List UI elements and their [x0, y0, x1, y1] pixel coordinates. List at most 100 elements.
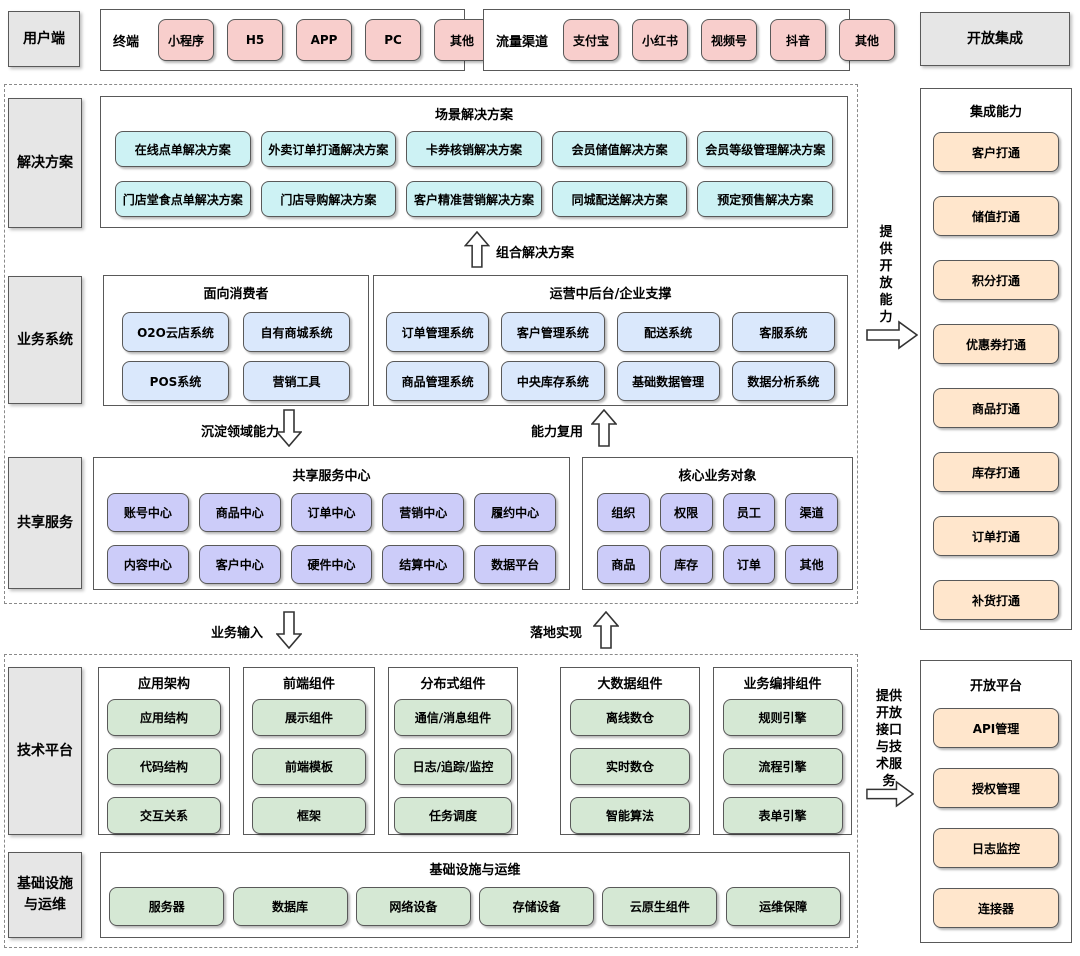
infra-chip: 数据库	[232, 887, 348, 926]
business-chip: 商品管理系统	[386, 361, 490, 401]
terminal-chip: 小程序	[158, 19, 215, 61]
shared-chip: 营销中心	[382, 493, 465, 532]
infrastructure-label: 基础设施 与运维	[17, 876, 73, 913]
integration-chip: 储值打通	[933, 196, 1059, 236]
business-systems-label: 业务系统	[17, 331, 73, 348]
tech-chip: 实时数仓	[570, 748, 690, 785]
core-object-chip: 组织	[597, 493, 650, 532]
infra-chip: 网络设备	[355, 887, 471, 926]
tech-chip: 前端模板	[252, 748, 366, 785]
tech-column-title: 分布式组件	[420, 677, 486, 692]
tech-column-title: 业务编排组件	[743, 677, 822, 692]
core-objects-group: 核心业务对象 组织 权限 员工 渠道 商品 库存 订单 其他	[582, 457, 853, 590]
core-object-chip: 其他	[785, 545, 838, 584]
integration-chip: 商品打通	[933, 388, 1059, 428]
section-business-systems: 业务系统	[8, 276, 82, 404]
tech-chip: 日志/追踪/监控	[394, 748, 512, 785]
shared-chip: 履约中心	[474, 493, 556, 532]
business-chip: POS系统	[122, 361, 229, 401]
implement-arrow-label: 落地实现	[530, 626, 583, 641]
business-chip: 中央库存系统	[501, 361, 605, 401]
integration-chip: 客户打通	[933, 132, 1059, 172]
core-object-chip: 权限	[659, 493, 713, 532]
tech-chip: 规则引擎	[722, 699, 843, 736]
traffic-channel-group: 流量渠道 支付宝 小红书 视频号 抖音 其他	[483, 9, 896, 71]
integration-chip: 订单打通	[933, 516, 1059, 556]
core-object-chip: 渠道	[785, 493, 838, 532]
shared-center-title: 共享服务中心	[292, 469, 371, 484]
open-platform-chip: 连接器	[933, 888, 1059, 928]
dashed-container-lower	[4, 654, 858, 948]
operations-group: 运营中后台/企业支撑 订单管理系统 客户管理系统 配送系统 客服系统 商品管理系…	[373, 275, 848, 406]
business-input-arrow-label: 业务输入	[211, 626, 264, 641]
up-arrow-icon	[464, 231, 490, 268]
reuse-arrow-label: 能力复用	[531, 425, 584, 440]
infra-chip: 服务器	[109, 887, 225, 926]
business-chip: 自有商城系统	[243, 312, 350, 352]
tech-column: 业务编排组件 规则引擎 流程引擎 表单引擎	[713, 667, 852, 835]
integration-chip: 积分打通	[933, 260, 1059, 300]
open-platform-title: 开放平台	[969, 679, 1022, 694]
traffic-chip: 视频号	[701, 19, 758, 61]
open-platform-group: 开放平台 API管理 授权管理 日志监控 连接器	[920, 660, 1072, 943]
tech-column: 应用架构 应用结构 代码结构 交互关系	[98, 667, 230, 835]
tech-platform-label: 技术平台	[17, 742, 73, 759]
tech-chip: 智能算法	[570, 797, 690, 834]
consumer-title: 面向消费者	[203, 287, 269, 302]
open-platform-chip: API管理	[933, 708, 1059, 748]
tech-chip: 表单引擎	[722, 797, 843, 834]
solution-chip: 客户精准营销解决方案	[406, 181, 542, 217]
infrastructure-title: 基础设施与运维	[429, 863, 521, 878]
operations-title: 运营中后台/企业支撑	[549, 287, 672, 302]
shared-chip: 内容中心	[107, 545, 189, 584]
tech-column-title: 前端组件	[282, 677, 335, 692]
integration-chip: 优惠券打通	[933, 324, 1059, 364]
shared-chip: 订单中心	[290, 493, 373, 532]
terminal-chip: 其他	[434, 19, 491, 61]
core-object-chip: 库存	[659, 545, 713, 584]
tech-column: 大数据组件 离线数仓 实时数仓 智能算法	[560, 667, 700, 835]
shared-center-group: 共享服务中心 账号中心 商品中心 订单中心 营销中心 履约中心 内容中心 客户中…	[93, 457, 570, 590]
shared-chip: 硬件中心	[290, 545, 373, 584]
shared-chip: 账号中心	[107, 493, 189, 532]
solution-chip: 在线点单解决方案	[115, 131, 251, 167]
open-capability-arrow-label: 提供开放能力	[879, 225, 893, 325]
section-user-side: 用户端	[8, 11, 80, 67]
up-arrow-icon	[593, 611, 619, 649]
tech-chip: 任务调度	[394, 797, 512, 834]
tech-chip: 通信/消息组件	[394, 699, 512, 736]
tech-chip: 框架	[252, 797, 366, 834]
shared-chip: 结算中心	[382, 545, 465, 584]
infra-chip: 运维保障	[725, 887, 841, 926]
solution-chip: 门店堂食点单解决方案	[115, 181, 251, 217]
business-chip: 客服系统	[731, 312, 835, 352]
section-tech-platform: 技术平台	[8, 667, 82, 835]
business-chip: 客户管理系统	[501, 312, 605, 352]
up-arrow-icon	[591, 409, 617, 447]
shared-chip: 商品中心	[198, 493, 281, 532]
terminal-chip: APP	[296, 19, 353, 61]
shared-chip: 数据平台	[474, 545, 556, 584]
tech-chip: 展示组件	[252, 699, 366, 736]
tech-chip: 交互关系	[107, 797, 221, 834]
traffic-chip: 支付宝	[563, 19, 620, 61]
solutions-label: 解决方案	[17, 154, 73, 171]
integration-chip: 库存打通	[933, 452, 1059, 492]
infra-chip: 云原生组件	[602, 887, 718, 926]
consumer-group: 面向消费者 O2O云店系统 自有商城系统 POS系统 营销工具	[103, 275, 369, 406]
scene-solutions-group: 场景解决方案 在线点单解决方案 外卖订单打通解决方案 卡券核销解决方案 会员储值…	[100, 96, 848, 228]
integration-title: 集成能力	[969, 105, 1022, 120]
dashed-container-upper	[4, 84, 858, 604]
section-infrastructure: 基础设施 与运维	[8, 852, 82, 938]
combine-arrow-label: 组合解决方案	[496, 246, 575, 261]
infra-chip: 存储设备	[479, 887, 595, 926]
shared-services-label: 共享服务	[17, 514, 73, 531]
traffic-chip: 小红书	[632, 19, 689, 61]
tech-chip: 代码结构	[107, 748, 221, 785]
sediment-arrow-label: 沉淀领域能力	[201, 425, 280, 440]
tech-chip: 流程引擎	[722, 748, 843, 785]
business-chip: O2O云店系统	[122, 312, 229, 352]
business-chip: 配送系统	[616, 312, 720, 352]
core-object-chip: 商品	[597, 545, 650, 584]
